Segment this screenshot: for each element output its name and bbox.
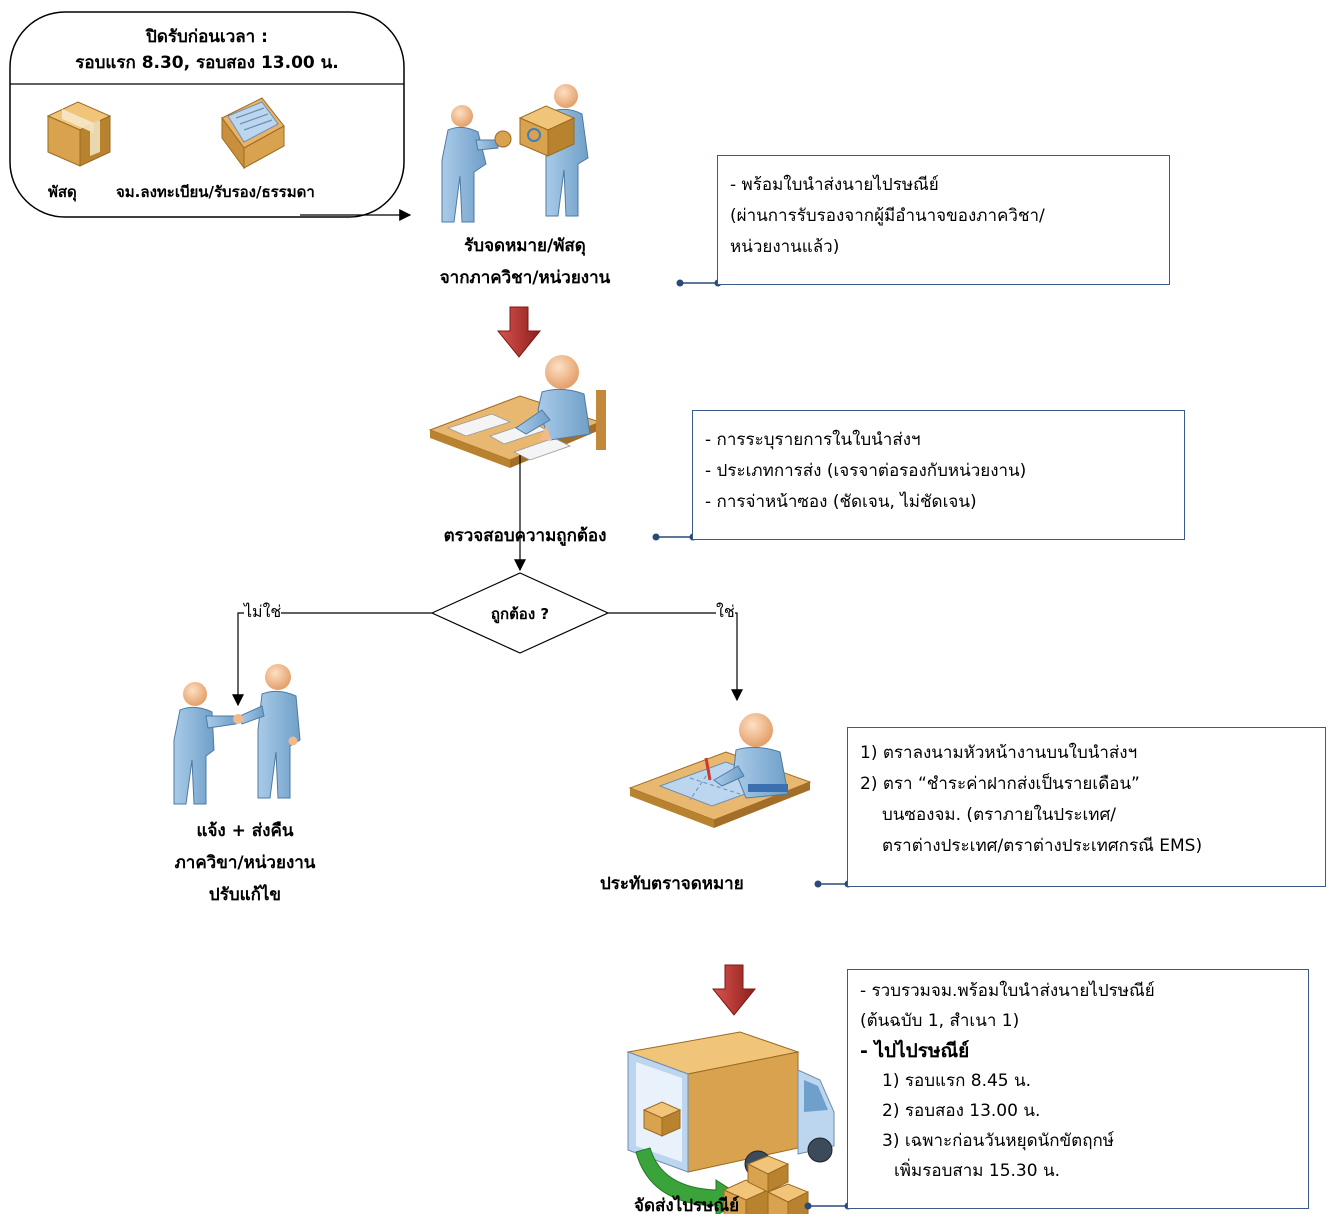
receive-note-line3: หน่วยงานแล้ว) [730, 237, 840, 257]
check-note: - การระบุรายการในใบนำส่งฯ - ประเภทการส่ง… [692, 410, 1185, 540]
dispatch-note-line1: - รวบรวมจม.พร้อมใบนำส่งนายไปรษณีย์ [860, 981, 1155, 1001]
dispatch-note-line7: เพิ่มรอบสาม 15.30 น. [894, 1161, 1060, 1181]
intake-cutoff-line2: รอบแรก 8.30, รอบสอง 13.00 น. [75, 53, 339, 73]
intake-cutoff-line1: ปิดรับก่อนเวลา : [146, 27, 268, 47]
stamp-note-line1: 1) ตราลงนามหัวหน้างานบนใบนำส่งฯ [860, 743, 1138, 763]
no-branch-label: ไม่ใช่ [244, 600, 282, 625]
return-step-line2: ภาควิขา/หน่วยงาน [174, 853, 316, 873]
check-step-label: ตรวจสอบความถูกต้อง [443, 526, 607, 546]
return-step-line3: ปรับแก้ไข [208, 885, 282, 905]
dispatch-note-line3: - ไปไปรษณีย์ [860, 1040, 970, 1062]
check-note-line3: - การจ่าหน้าซอง (ชัดเจน, ไม่ชัดเจน) [705, 492, 977, 512]
dispatch-step-label: จัดส่งไปรษณีย์ [634, 1196, 740, 1216]
stamp-note-line2: 2) ตรา “ชำระค่าฝากส่งเป็นรายเดือน” [860, 774, 1140, 794]
parcel-box-icon [46, 101, 112, 167]
two-people-exchange-icon [441, 84, 589, 223]
desk-worker-icon [428, 355, 606, 468]
delivery-truck-icon [626, 1031, 835, 1214]
stamp-step-label: ประทับตราจดหมาย [600, 874, 744, 894]
receive-note: - พร้อมใบนำส่งนายไปรษณีย์ (ผ่านการรับรอง… [717, 155, 1170, 285]
intake-item-parcel: พัสดุ [48, 183, 77, 201]
note-connector-receive [676, 279, 722, 287]
no-branch-arrow [232, 612, 432, 707]
return-step-label: แจ้ง + ส่งคืน ภาควิขา/หน่วยงาน ปรับแก้ไข [110, 815, 380, 911]
receive-note-line1: - พร้อมใบนำส่งนายไปรษณีย์ [730, 175, 939, 195]
decision-label: ถูกต้อง ? [490, 605, 550, 623]
note-connector-stamp [814, 880, 852, 888]
stamp-worker-icon [628, 713, 812, 828]
yes-branch-label: ใช่ [716, 600, 735, 625]
stamp-note-line4: ตราต่างประเทศ/ตราต่างประเทศกรณี EMS) [882, 836, 1203, 856]
dispatch-note-line6: 3) เฉพาะก่อนวันหยุดนักขัตฤกษ์ [882, 1131, 1114, 1151]
handshake-icon [173, 664, 301, 805]
envelope-icon [221, 97, 285, 170]
check-note-line1: - การระบุรายการในใบนำส่งฯ [705, 430, 921, 450]
yes-branch-arrow [608, 612, 743, 702]
receive-step-line1: รับจดหมาย/พัสดุ [464, 236, 586, 256]
red-down-arrow [496, 306, 542, 358]
dispatch-note-line4: 1) รอบแรก 8.45 น. [882, 1071, 1032, 1091]
intake-box [9, 11, 405, 218]
receive-step-label: รับจดหมาย/พัสดุ จากภาควิชา/หน่วยงาน [380, 230, 670, 294]
stamp-note-line3: บนซองจม. (ตราภายในประเทศ/ [882, 805, 1117, 825]
dispatch-note: - รวบรวมจม.พร้อมใบนำส่งนายไปรษณีย์ (ต้นฉ… [847, 969, 1309, 1209]
return-step-line1: แจ้ง + ส่งคืน [196, 821, 294, 841]
dispatch-note-line5: 2) รอบสอง 13.00 น. [882, 1101, 1041, 1121]
intake-item-letters: จม.ลงทะเบียน/รับรอง/ธรรมดา [116, 183, 315, 201]
dispatch-note-line2: (ต้นฉบับ 1, สำเนา 1) [860, 1011, 1020, 1031]
receive-step-line2: จากภาควิชา/หน่วยงาน [439, 268, 611, 288]
check-note-line2: - ประเภทการส่ง (เจรจาต่อรองกับหน่วยงาน) [705, 461, 1027, 481]
red-down-arrow [711, 964, 757, 1016]
stamp-note: 1) ตราลงนามหัวหน้างานบนใบนำส่งฯ 2) ตรา “… [847, 727, 1326, 887]
intake-cutoff-label: ปิดรับก่อนเวลา : รอบแรก 8.30, รอบสอง 13.… [10, 24, 404, 76]
receive-note-line2: (ผ่านการรับรองจากผู้มีอำนาจของภาควิชา/ [730, 206, 1045, 226]
